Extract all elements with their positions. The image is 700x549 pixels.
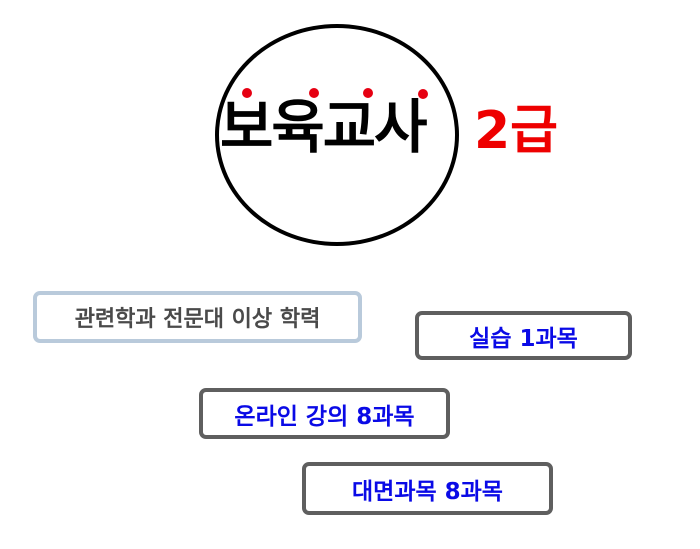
emphasis-dot [309, 88, 319, 98]
requirement-practicum-box: 실습 1과목 [415, 311, 632, 360]
requirement-online-box: 온라인 강의 8과목 [199, 388, 450, 439]
requirement-online-label: 온라인 강의 8과목 [234, 403, 415, 430]
title-circle [215, 24, 459, 246]
emphasis-dot [363, 88, 373, 98]
requirement-inperson-box: 대면과목 8과목 [302, 462, 553, 515]
emphasis-dot [418, 89, 428, 99]
emphasis-dot [242, 88, 252, 98]
requirement-inperson-label: 대면과목 8과목 [352, 478, 503, 505]
grade-label: 2급 [474, 101, 559, 161]
requirement-practicum-label: 실습 1과목 [469, 325, 578, 352]
page-title: 보육교사 [220, 93, 427, 161]
requirement-education-box: 관련학과 전문대 이상 학력 [33, 291, 362, 343]
requirement-education-label: 관련학과 전문대 이상 학력 [74, 307, 321, 332]
